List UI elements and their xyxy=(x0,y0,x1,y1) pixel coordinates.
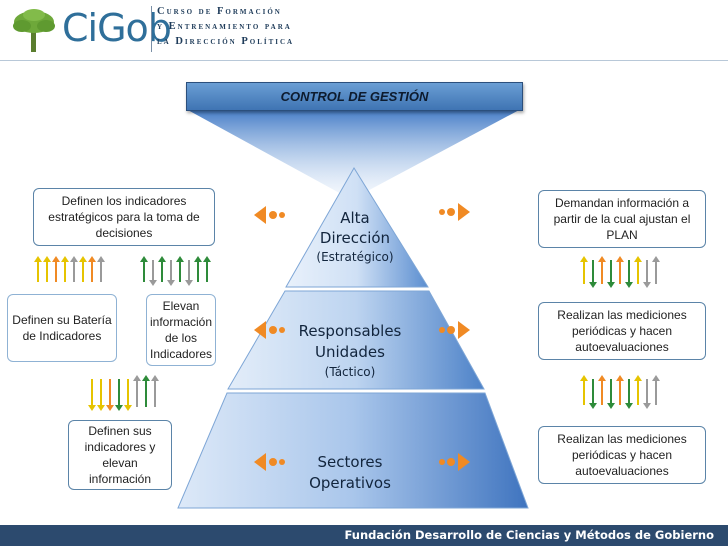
level-top-line2: Dirección xyxy=(319,229,391,247)
up-down-arrows-icon xyxy=(140,256,211,286)
left-bateria-box: Definen su Batería de Indicadores xyxy=(7,294,117,362)
arrow-up-icon xyxy=(652,256,660,262)
logo-wordmark: CiGob xyxy=(62,6,172,50)
level-top-line1: Alta xyxy=(340,209,370,227)
footer-bar: Fundación Desarrollo de Ciencias y Métod… xyxy=(0,525,728,546)
arrow-down-icon xyxy=(589,282,597,288)
org-line-1: Curso de Formación xyxy=(157,6,282,17)
up-down-arrows-icon xyxy=(580,375,660,409)
arrow-down-icon xyxy=(106,405,114,411)
right-arrow-icon xyxy=(439,453,470,471)
org-line-3: la Dirección Política xyxy=(157,36,295,47)
left-top-box: Definen los indicadores estratégicos par… xyxy=(33,188,215,246)
arrow-up-icon xyxy=(598,375,606,381)
up-down-arrows-icon xyxy=(580,256,660,288)
header-rule xyxy=(0,60,728,61)
arrow-down-icon xyxy=(149,280,157,286)
left-arrow-icon xyxy=(254,206,285,224)
level-middle-line1: Responsables xyxy=(298,322,402,340)
org-line-2: y Entrenamiento para xyxy=(157,21,292,32)
level-middle-label: Responsables Unidades (Táctico) xyxy=(280,321,420,381)
left-arrow-icon xyxy=(254,453,285,471)
arrow-down-icon xyxy=(625,403,633,409)
level-bottom-label: Sectores Operativos xyxy=(285,452,415,494)
header: CiGob Curso de Formación y Entrenamiento… xyxy=(0,0,728,62)
control-title: CONTROL DE GESTIÓN xyxy=(186,82,523,111)
arrow-up-icon xyxy=(634,375,642,381)
level-middle-line2: Unidades xyxy=(315,343,385,361)
right-arrow-icon xyxy=(439,321,470,339)
arrow-down-icon xyxy=(607,403,615,409)
right-middle-box: Realizan las mediciones periódicas y hac… xyxy=(538,302,706,360)
header-divider xyxy=(151,6,152,52)
arrow-up-icon xyxy=(88,256,96,262)
pyramid-top-level xyxy=(285,167,429,288)
arrow-down-icon xyxy=(115,405,123,411)
arrow-down-icon xyxy=(97,405,105,411)
arrow-up-icon xyxy=(133,375,141,381)
left-arrow-icon xyxy=(254,321,285,339)
funnel-beam xyxy=(186,109,521,196)
arrow-up-icon xyxy=(70,256,78,262)
arrow-up-icon xyxy=(598,256,606,262)
arrow-up-icon xyxy=(616,256,624,262)
arrow-up-icon xyxy=(97,256,105,262)
right-bottom-box: Realizan las mediciones periódicas y hac… xyxy=(538,426,706,484)
pyramid-middle-level xyxy=(227,290,485,390)
arrow-up-icon xyxy=(194,256,202,262)
arrow-up-icon xyxy=(52,256,60,262)
arrow-down-icon xyxy=(167,280,175,286)
arrow-down-icon xyxy=(643,282,651,288)
arrow-up-icon xyxy=(142,375,150,381)
left-bottom-box: Definen sus indicadores y elevan informa… xyxy=(68,420,172,490)
arrow-down-icon xyxy=(607,282,615,288)
level-bottom-line2: Operativos xyxy=(309,474,391,492)
arrow-up-icon xyxy=(616,375,624,381)
arrow-up-icon xyxy=(140,256,148,262)
arrow-down-icon xyxy=(589,403,597,409)
left-elevan-box: Elevan información de los Indicadores xyxy=(146,294,216,366)
right-top-box: Demandan información a partir de la cual… xyxy=(538,190,706,248)
arrow-up-icon xyxy=(151,375,159,381)
footer-text: Fundación Desarrollo de Ciencias y Métod… xyxy=(344,528,714,542)
arrow-up-icon xyxy=(652,375,660,381)
arrow-down-icon xyxy=(124,405,132,411)
arrow-down-icon xyxy=(88,405,96,411)
pyramid-bottom-level xyxy=(177,392,529,509)
arrow-up-icon xyxy=(79,256,87,262)
level-top-label: Alta Dirección (Estratégico) xyxy=(300,208,410,266)
level-bottom-line1: Sectores xyxy=(317,453,383,471)
arrow-up-icon xyxy=(176,256,184,262)
arrow-up-icon xyxy=(34,256,42,262)
arrow-up-icon xyxy=(158,256,166,262)
arrow-up-icon xyxy=(580,256,588,262)
up-arrows-icon xyxy=(34,256,105,282)
level-top-line3: (Estratégico) xyxy=(316,250,394,264)
right-arrow-icon xyxy=(439,203,470,221)
arrow-up-icon xyxy=(43,256,51,262)
arrow-up-icon xyxy=(634,256,642,262)
arrow-down-icon xyxy=(643,403,651,409)
arrow-up-icon xyxy=(580,375,588,381)
up-down-arrows-icon xyxy=(88,375,159,411)
level-middle-line3: (Táctico) xyxy=(324,365,376,379)
arrow-down-icon xyxy=(625,282,633,288)
arrow-up-icon xyxy=(203,256,211,262)
tree-logo-icon xyxy=(13,9,55,52)
arrow-down-icon xyxy=(185,280,193,286)
arrow-up-icon xyxy=(61,256,69,262)
